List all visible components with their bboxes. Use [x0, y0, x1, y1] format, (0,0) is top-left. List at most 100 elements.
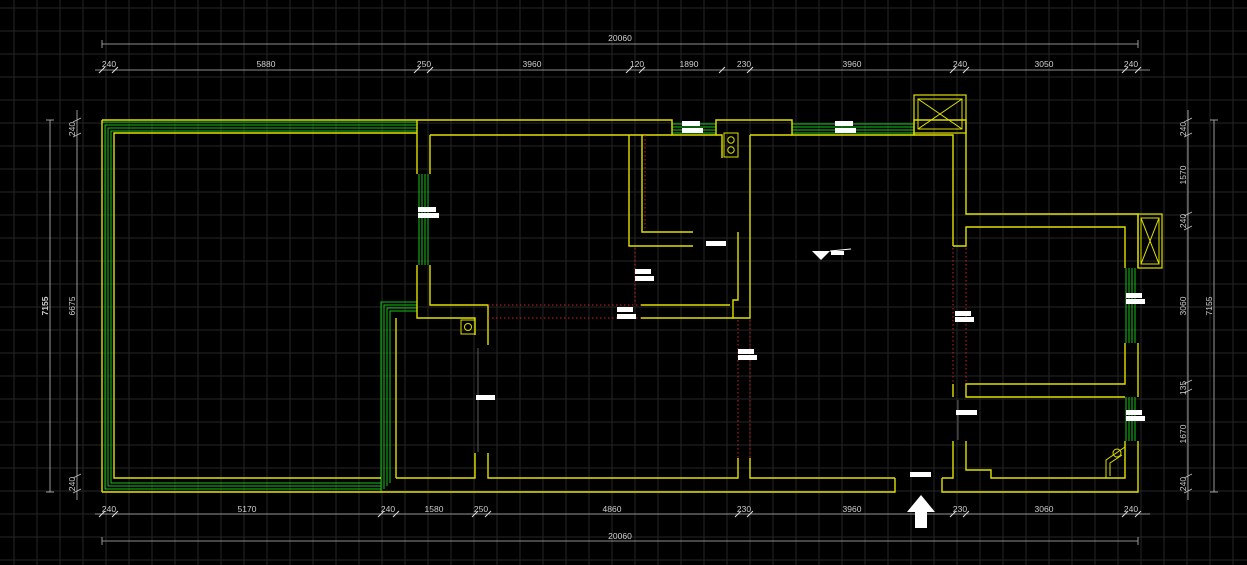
right-dim-6: 1670: [1178, 424, 1188, 443]
annotation-tag: [418, 207, 436, 212]
annotation-tag: [1126, 293, 1142, 298]
top-dim-10: 3050: [1035, 59, 1054, 69]
annotation-tag: [617, 307, 633, 312]
annotation-tag: [635, 269, 651, 274]
dimension-tick: [98, 66, 106, 74]
annotation-tag: [1126, 299, 1145, 304]
top-dim-6: 1890: [680, 59, 699, 69]
right-total-dimension: 7155: [1204, 296, 1214, 315]
annotation-tag: [955, 311, 971, 316]
dimension-tick: [111, 510, 119, 518]
dimension-tick: [1134, 510, 1142, 518]
dimension-tick: [949, 510, 957, 518]
right-dimensions: 240 1570 240 3060 135 1670 240 7155: [1178, 110, 1218, 500]
top-dim-9: 240: [953, 59, 967, 69]
dimension-tick: [718, 66, 726, 74]
dimension-tick: [746, 510, 754, 518]
pipe-column-icon: [723, 132, 739, 158]
dimension-tick: [1134, 66, 1142, 74]
top-dim-7: 230: [737, 59, 751, 69]
window-left-partition: [418, 174, 429, 265]
annotation-tag: [910, 472, 931, 477]
dimension-tick: [949, 66, 957, 74]
annotation-tag: [738, 349, 754, 354]
annotation-tag: [635, 276, 654, 281]
bottom-dim-10: 3060: [1035, 504, 1054, 514]
bottom-dim-5: 250: [474, 504, 488, 514]
annotation-tag: [835, 128, 856, 133]
top-dim-11: 240: [1124, 59, 1138, 69]
bottom-dim-7: 230: [737, 504, 751, 514]
annotation-tag: [682, 128, 703, 133]
dimension-tick: [377, 510, 385, 518]
dimension-tick: [962, 510, 970, 518]
annotation-tag: [738, 355, 757, 360]
bottom-dim-6: 4860: [603, 504, 622, 514]
right-dim-2: 1570: [1178, 165, 1188, 184]
annotation-tags: [418, 121, 1145, 477]
walls: [101, 119, 1139, 493]
dimension-tick: [484, 510, 492, 518]
dimension-tick: [471, 510, 479, 518]
dimension-tick: [111, 66, 119, 74]
annotation-tag: [835, 121, 853, 126]
top-dimensions: 20060 240 5880 250 3960 120 1890 230 396…: [95, 33, 1150, 74]
left-dim-1: 240: [67, 122, 77, 136]
top-dim-5: 120: [630, 59, 644, 69]
dimension-tick: [1121, 66, 1129, 74]
bottom-dim-4: 1580: [425, 504, 444, 514]
annotation-tag: [956, 410, 977, 415]
level-marker-icon: [812, 248, 852, 260]
annotation-tag: [476, 395, 495, 400]
top-total-dimension: 20060: [608, 33, 632, 43]
annotation-tag: [1126, 410, 1142, 415]
annotation-tag: [418, 213, 439, 218]
dimension-tick: [1121, 510, 1129, 518]
ventilation-shaft-icon: [913, 94, 967, 134]
bottom-dim-2: 5170: [238, 504, 257, 514]
annotation-tag: [617, 314, 636, 319]
dimension-tick: [962, 66, 970, 74]
left-dimensions: 7155 240 6675 240: [40, 110, 82, 500]
dimension-tick: [746, 66, 754, 74]
bottom-dim-9: 230: [953, 504, 967, 514]
window-right-upper: [1125, 268, 1136, 343]
dimension-tick: [98, 510, 106, 518]
top-dim-1: 240: [102, 59, 116, 69]
dimension-tick: [625, 66, 633, 74]
floor-drain-icon: [1105, 446, 1126, 478]
annotation-tag: [1126, 416, 1145, 421]
right-dim-4: 3060: [1178, 296, 1188, 315]
bottom-dim-11: 240: [1124, 504, 1138, 514]
left-total-dimension: 7155: [40, 296, 50, 315]
bottom-dim-3: 240: [381, 504, 395, 514]
entrance-arrow-icon[interactable]: [907, 495, 935, 528]
right-dim-5: 135: [1178, 381, 1188, 395]
dimension-tick: [392, 510, 400, 518]
top-dim-2: 5880: [257, 59, 276, 69]
annotation-tag: [706, 241, 726, 246]
bottom-total-dimension: 20060: [608, 531, 632, 541]
dimension-tick: [734, 510, 742, 518]
floor-drain-icon: [460, 319, 476, 335]
left-dim-2: 6675: [67, 296, 77, 315]
ventilation-shaft-icon: [1137, 213, 1163, 269]
bottom-dim-1: 240: [102, 504, 116, 514]
right-dim-7: 240: [1178, 477, 1188, 491]
dimension-tick: [426, 66, 434, 74]
dimension-tick: [413, 66, 421, 74]
top-dim-8: 3960: [843, 59, 862, 69]
right-dim-3: 240: [1178, 214, 1188, 228]
right-dim-1: 240: [1178, 122, 1188, 136]
left-dim-3: 240: [67, 477, 77, 491]
bottom-dim-8: 3960: [843, 504, 862, 514]
bottom-dimensions: 240 5170 240 1580 250 4860 230 3960 230 …: [95, 504, 1150, 545]
annotation-tag: [955, 317, 974, 322]
top-dim-3: 250: [417, 59, 431, 69]
top-dim-4: 3960: [523, 59, 542, 69]
dimension-tick: [638, 66, 646, 74]
annotation-tag: [682, 121, 700, 126]
